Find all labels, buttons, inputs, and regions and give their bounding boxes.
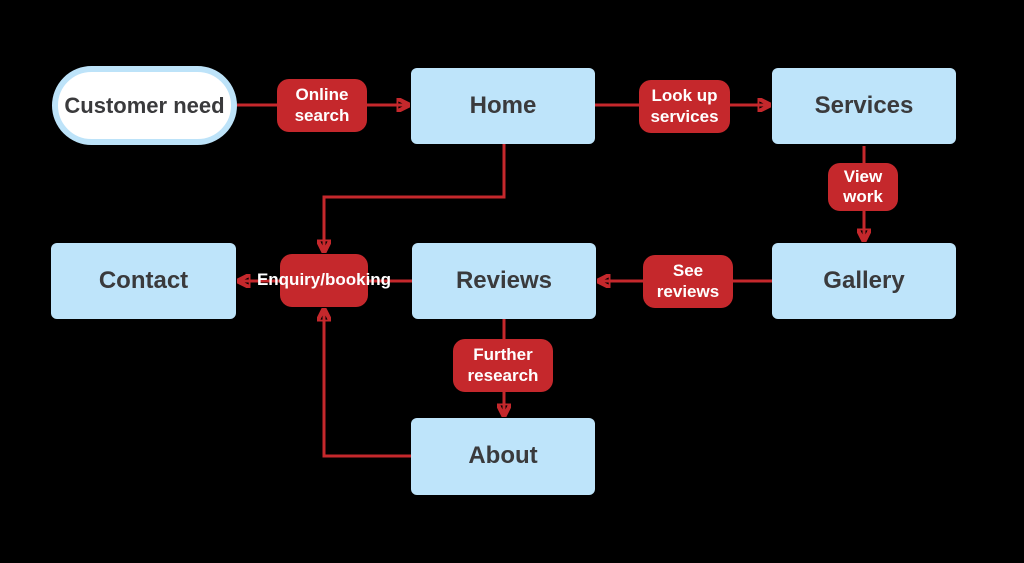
node-customer-need: Customer need <box>52 66 237 145</box>
arrow-about-to-enquiry-booking <box>324 310 411 458</box>
node-gallery: Gallery <box>772 243 956 319</box>
node-about: About <box>411 418 595 495</box>
arrow-home-to-enquiry-booking <box>324 144 506 251</box>
edge-label-online-search: Online search <box>277 79 367 132</box>
node-home: Home <box>411 68 595 144</box>
edge-label-enquiry-booking: Enquiry/booking <box>257 254 391 307</box>
edge-label-look-up-services: Look up services <box>639 80 730 133</box>
node-reviews: Reviews <box>412 243 596 319</box>
edge-label-see-reviews: See reviews <box>643 255 733 308</box>
node-services: Services <box>772 68 956 144</box>
node-contact: Contact <box>51 243 236 319</box>
edge-label-view-work: View work <box>828 163 898 211</box>
edge-label-further-research: Further research <box>453 339 553 392</box>
